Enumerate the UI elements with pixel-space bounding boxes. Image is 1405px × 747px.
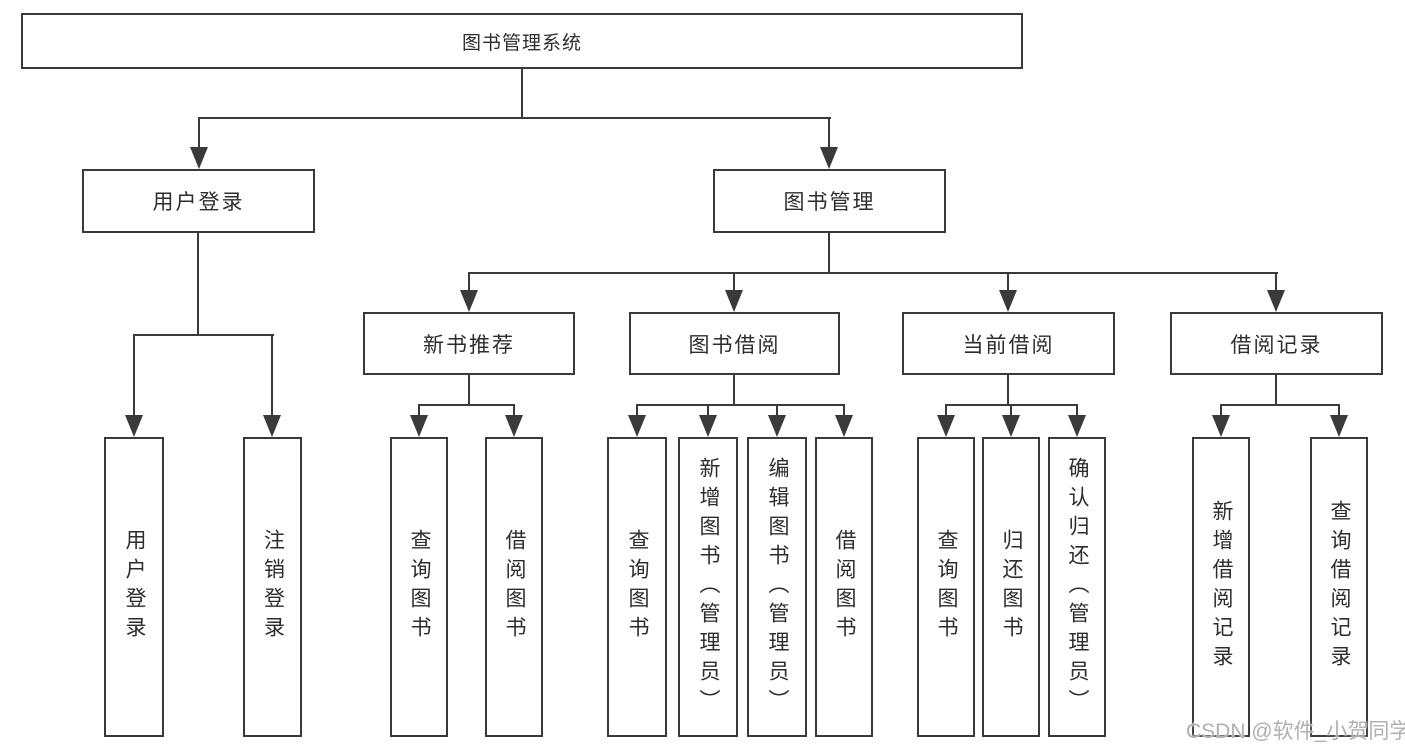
leaf-cb-query-books: 查询图书 — [917, 437, 975, 737]
leaf-logout: 注销登录 — [243, 437, 302, 737]
leaf-cb-confirm-return-admin: 确认归还（管理员） — [1048, 437, 1106, 737]
connector-root-stem — [521, 69, 523, 119]
node-book-borrowing: 图书借阅 — [629, 312, 840, 375]
connector-to-bb-query — [636, 404, 638, 417]
arrowhead-br-query — [1330, 415, 1348, 437]
arrowhead-nbr-query — [410, 415, 428, 437]
connector-to-nbr-query — [418, 404, 420, 417]
node-label: 查询图书 — [935, 529, 959, 645]
node-label: 查询图书 — [626, 529, 650, 645]
node-user-login: 用户登录 — [82, 169, 315, 233]
node-borrowing-records: 借阅记录 — [1170, 312, 1383, 375]
node-label: 新书推荐 — [423, 333, 515, 357]
leaf-br-query-record: 查询借阅记录 — [1310, 437, 1368, 737]
connector-current-borrowing-stem — [1007, 375, 1009, 406]
node-label: 用户登录 — [152, 191, 245, 214]
connector-root-split — [198, 117, 831, 119]
node-label: 确认归还（管理员） — [1066, 456, 1090, 718]
connector-to-user-login — [198, 117, 200, 150]
leaf-cb-return-books: 归还图书 — [982, 437, 1040, 737]
connector-to-bb-borrow — [843, 404, 845, 417]
connector-borrowing-records-stem — [1275, 375, 1277, 406]
arrowhead-cb-confirm — [1068, 415, 1086, 437]
connector-user-login-split — [133, 334, 274, 336]
leaf-user-login: 用户登录 — [104, 437, 164, 737]
connector-to-br-add — [1220, 404, 1222, 417]
node-label: 注销登录 — [261, 529, 285, 645]
arrowhead-cb-query — [937, 415, 955, 437]
arrowhead-new-book-recommend — [460, 290, 478, 312]
arrowhead-leaf-logout — [263, 415, 281, 437]
connector-to-leaf-logout — [271, 334, 273, 417]
leaf-bb-add-books-admin: 新增图书（管理员） — [678, 437, 738, 737]
node-current-borrowing: 当前借阅 — [902, 312, 1115, 375]
arrowhead-bb-add — [699, 415, 717, 437]
connector-borrowing-records-split — [1221, 404, 1340, 406]
connector-to-bb-edit — [776, 404, 778, 417]
node-label: 图书管理系统 — [461, 32, 582, 54]
arrowhead-user-login — [190, 147, 208, 169]
leaf-nbr-query-books: 查询图书 — [390, 437, 448, 737]
node-label: 编辑图书（管理员） — [766, 456, 790, 718]
leaf-bb-borrow-books: 借阅图书 — [815, 437, 873, 737]
arrowhead-nbr-borrow — [505, 415, 523, 437]
node-label: 借阅记录 — [1230, 333, 1323, 357]
connector-book-management-stem — [828, 233, 830, 274]
node-book-management: 图书管理 — [713, 169, 946, 233]
node-label: 图书借阅 — [688, 333, 781, 357]
connector-to-nbr-borrow — [513, 404, 515, 417]
connector-new-book-recommend-stem — [468, 375, 470, 406]
arrowhead-leaf-user-login — [125, 415, 143, 437]
connector-book-borrowing-split — [637, 404, 845, 406]
connector-to-cb-confirm — [1076, 404, 1078, 417]
connector-to-bb-add — [707, 404, 709, 417]
node-label: 当前借阅 — [962, 333, 1055, 357]
node-label: 用户登录 — [123, 529, 147, 645]
connector-to-book-management — [828, 117, 830, 150]
arrowhead-bb-edit — [768, 415, 786, 437]
node-label: 新增借阅记录 — [1210, 500, 1234, 674]
node-label: 查询借阅记录 — [1328, 500, 1352, 674]
node-label: 借阅图书 — [503, 529, 527, 645]
arrowhead-book-management — [820, 147, 838, 169]
node-label: 归还图书 — [1000, 529, 1024, 645]
arrowhead-br-add — [1212, 415, 1230, 437]
arrowhead-borrowing-records — [1267, 290, 1285, 312]
arrowhead-bb-borrow — [835, 415, 853, 437]
connector-user-login-stem — [197, 233, 199, 336]
connector-to-current-borrowing — [1007, 272, 1009, 292]
leaf-bb-edit-books-admin: 编辑图书（管理员） — [747, 437, 807, 737]
leaf-br-add-record: 新增借阅记录 — [1192, 437, 1250, 737]
connector-new-book-recommend-split — [419, 404, 515, 406]
leaf-bb-query-books: 查询图书 — [607, 437, 667, 737]
node-label: 借阅图书 — [833, 529, 857, 645]
connector-to-cb-query — [945, 404, 947, 417]
connector-to-cb-return — [1010, 404, 1012, 417]
connector-to-br-query — [1338, 404, 1340, 417]
node-label: 图书管理 — [783, 191, 876, 214]
connector-to-new-book-recommend — [468, 272, 470, 292]
arrowhead-current-borrowing — [999, 290, 1017, 312]
arrowhead-cb-return — [1002, 415, 1020, 437]
node-label: 查询图书 — [408, 529, 432, 645]
connector-current-borrowing-split — [946, 404, 1078, 406]
connector-to-leaf-user-login — [133, 334, 135, 417]
connector-to-borrowing-records — [1275, 272, 1277, 292]
node-new-book-recommend: 新书推荐 — [363, 312, 575, 375]
node-label: 新增图书（管理员） — [697, 456, 721, 718]
connector-book-management-split — [468, 272, 1278, 274]
csdn-watermark: CSDN @软件_小贺同学 — [1186, 720, 1405, 743]
leaf-nbr-borrow-books: 借阅图书 — [485, 437, 543, 737]
connector-to-book-borrowing — [733, 272, 735, 292]
node-root: 图书管理系统 — [21, 13, 1023, 69]
arrowhead-bb-query — [628, 415, 646, 437]
connector-book-borrowing-stem — [733, 375, 735, 406]
arrowhead-book-borrowing — [725, 290, 743, 312]
